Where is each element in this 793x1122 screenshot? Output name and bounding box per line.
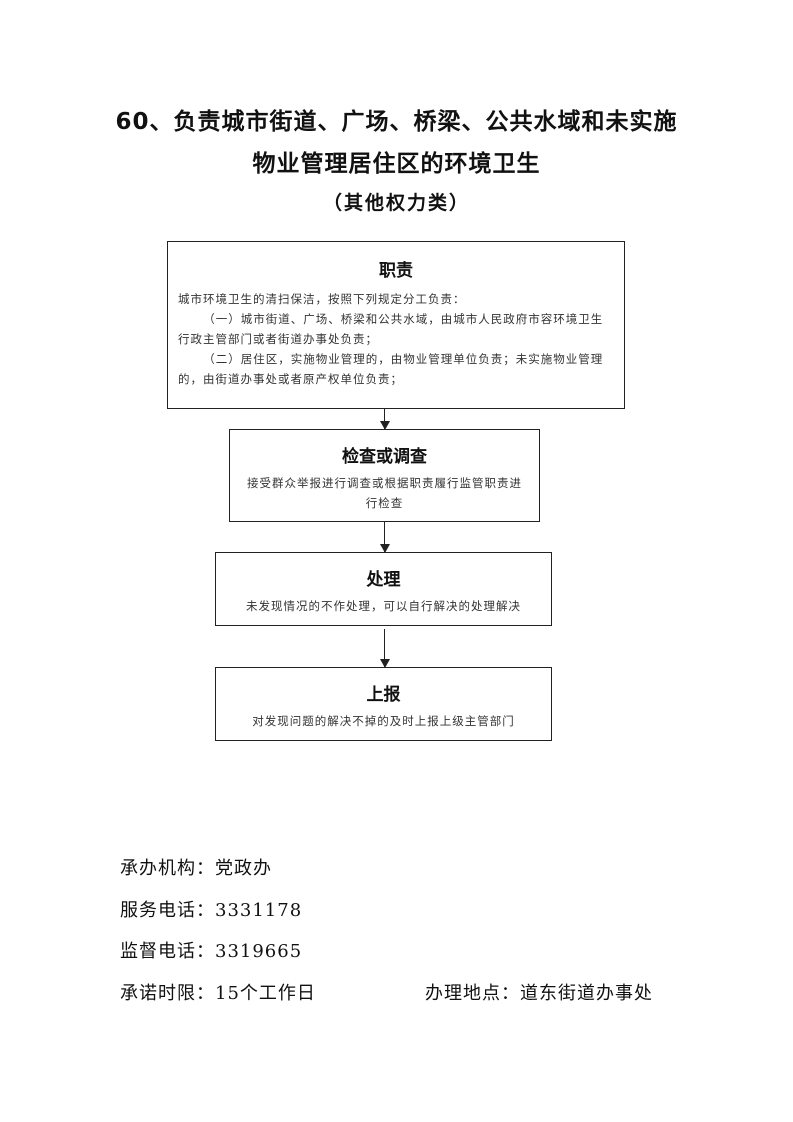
service-phone: 服务电话：3331178 (120, 900, 303, 921)
time-limit: 承诺时限：15个工作日 (120, 983, 316, 1004)
box-heading: 处理 (366, 570, 401, 590)
arrow-down (377, 629, 392, 668)
box-text: 城市环境卫生的清扫保洁，按照下列规定分工负责： （一）城市街道、广场、桥梁和公共… (178, 289, 614, 389)
text-line: 城市环境卫生的清扫保洁，按照下列规定分工负责： (178, 292, 466, 306)
box-report: 上报 对发现问题的解决不掉的及时上报上级主管部门 (215, 667, 552, 741)
box-heading: 职责 (379, 261, 413, 281)
title-line-1: 60、负责城市街道、广场、桥梁、公共水域和未实施 (115, 109, 678, 135)
box-heading: 上报 (366, 685, 401, 705)
box-inspection: 检查或调查 接受群众举报进行调查或根据职责履行监管职责进行检查 (229, 429, 540, 522)
box-heading: 检查或调查 (342, 447, 427, 467)
title-line-2: 物业管理居住区的环境卫生 (252, 151, 541, 177)
text-line: （一）城市街道、广场、桥梁和公共水域，由城市人民政府市容环境卫生行政主管部门或者… (178, 312, 604, 346)
location: 办理地点：道东街道办事处 (425, 983, 653, 1004)
box-text: 未发现情况的不作处理，可以自行解决的处理解决 (246, 599, 521, 613)
arrow-down (377, 409, 392, 430)
text-line: （二）居住区，实施物业管理的，由物业管理单位负责；未实施物业管理的，由街道办事处… (178, 352, 604, 386)
box-handling: 处理 未发现情况的不作处理，可以自行解决的处理解决 (215, 552, 552, 626)
box-responsibility: 职责 城市环境卫生的清扫保洁，按照下列规定分工负责： （一）城市街道、广场、桥梁… (167, 241, 625, 409)
box-text: 对发现问题的解决不掉的及时上报上级主管部门 (252, 714, 515, 728)
arrow-down (377, 522, 392, 553)
title-category: （其他权力类） (322, 192, 470, 214)
agency: 承办机构：党政办 (120, 858, 272, 879)
supervise-phone: 监督电话：3319665 (120, 941, 303, 962)
box-text: 接受群众举报进行调查或根据职责履行监管职责进行检查 (247, 476, 522, 510)
